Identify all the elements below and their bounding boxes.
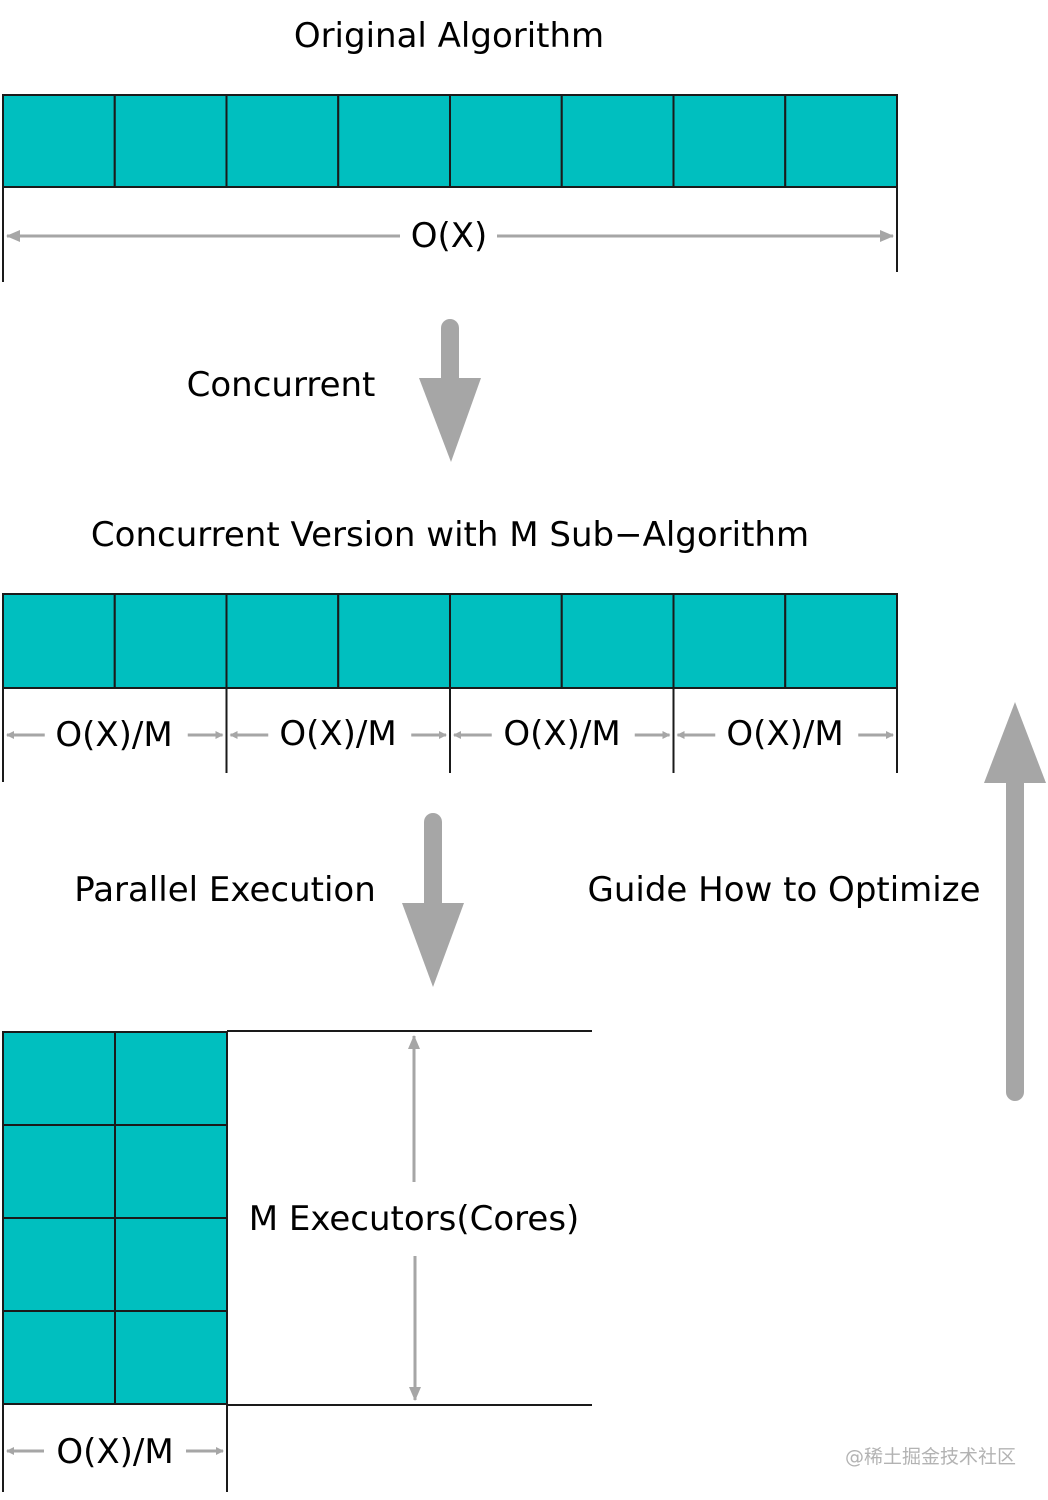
executor-cell [2,1217,116,1312]
group-boundary-ticks [2,688,898,782]
original-cell [2,94,116,188]
concurrent-cell-row [2,593,898,689]
executor-cell [114,1124,228,1219]
original-cell [560,94,675,188]
concurrent-cell [449,593,563,689]
original-cell [449,94,563,188]
concurrent-version-title: Concurrent Version with M Sub−Algorithm [91,515,809,555]
executors-label: M Executors(Cores) [249,1199,580,1239]
group-1-label: O(X)/M [55,715,172,755]
executor-cell [114,1031,228,1126]
group-3-label: O(X)/M [503,714,620,754]
executor-cell [2,1310,116,1405]
group-span-labels: O(X)/M O(X)/M O(X)/M O(X)/M [55,714,843,755]
original-title: Original Algorithm [294,16,604,56]
optimize-step-label: Guide How to Optimize [587,870,980,910]
group-2-label: O(X)/M [279,714,396,754]
concurrent-down-arrow [419,319,481,462]
concurrent-cell [784,593,898,689]
concurrent-step-label: Concurrent [187,365,376,405]
watermark: @稀土掘金技术社区 [845,1446,1016,1468]
parallel-down-arrow [402,813,464,987]
executor-cell [2,1124,116,1219]
concurrent-cell [113,593,228,689]
original-cell [113,94,228,188]
executors-complexity-label: O(X)/M [56,1432,173,1472]
original-complexity-label: O(X) [411,216,488,256]
original-cell [672,94,787,188]
original-cell [337,94,451,188]
original-cell [225,94,340,188]
concurrent-cell [225,593,340,689]
concurrent-cell [2,593,116,689]
original-cell [784,94,898,188]
executor-cell [114,1310,228,1405]
executor-cell [114,1217,228,1312]
optimize-up-arrow [984,702,1046,1101]
executor-cell [2,1031,116,1126]
concurrent-cell [672,593,787,689]
concurrent-cell [337,593,451,689]
executor-grid [2,1031,228,1405]
group-4-label: O(X)/M [726,714,843,754]
concurrent-cell [560,593,675,689]
parallel-step-label: Parallel Execution [74,870,376,910]
original-cell-row [2,94,898,188]
